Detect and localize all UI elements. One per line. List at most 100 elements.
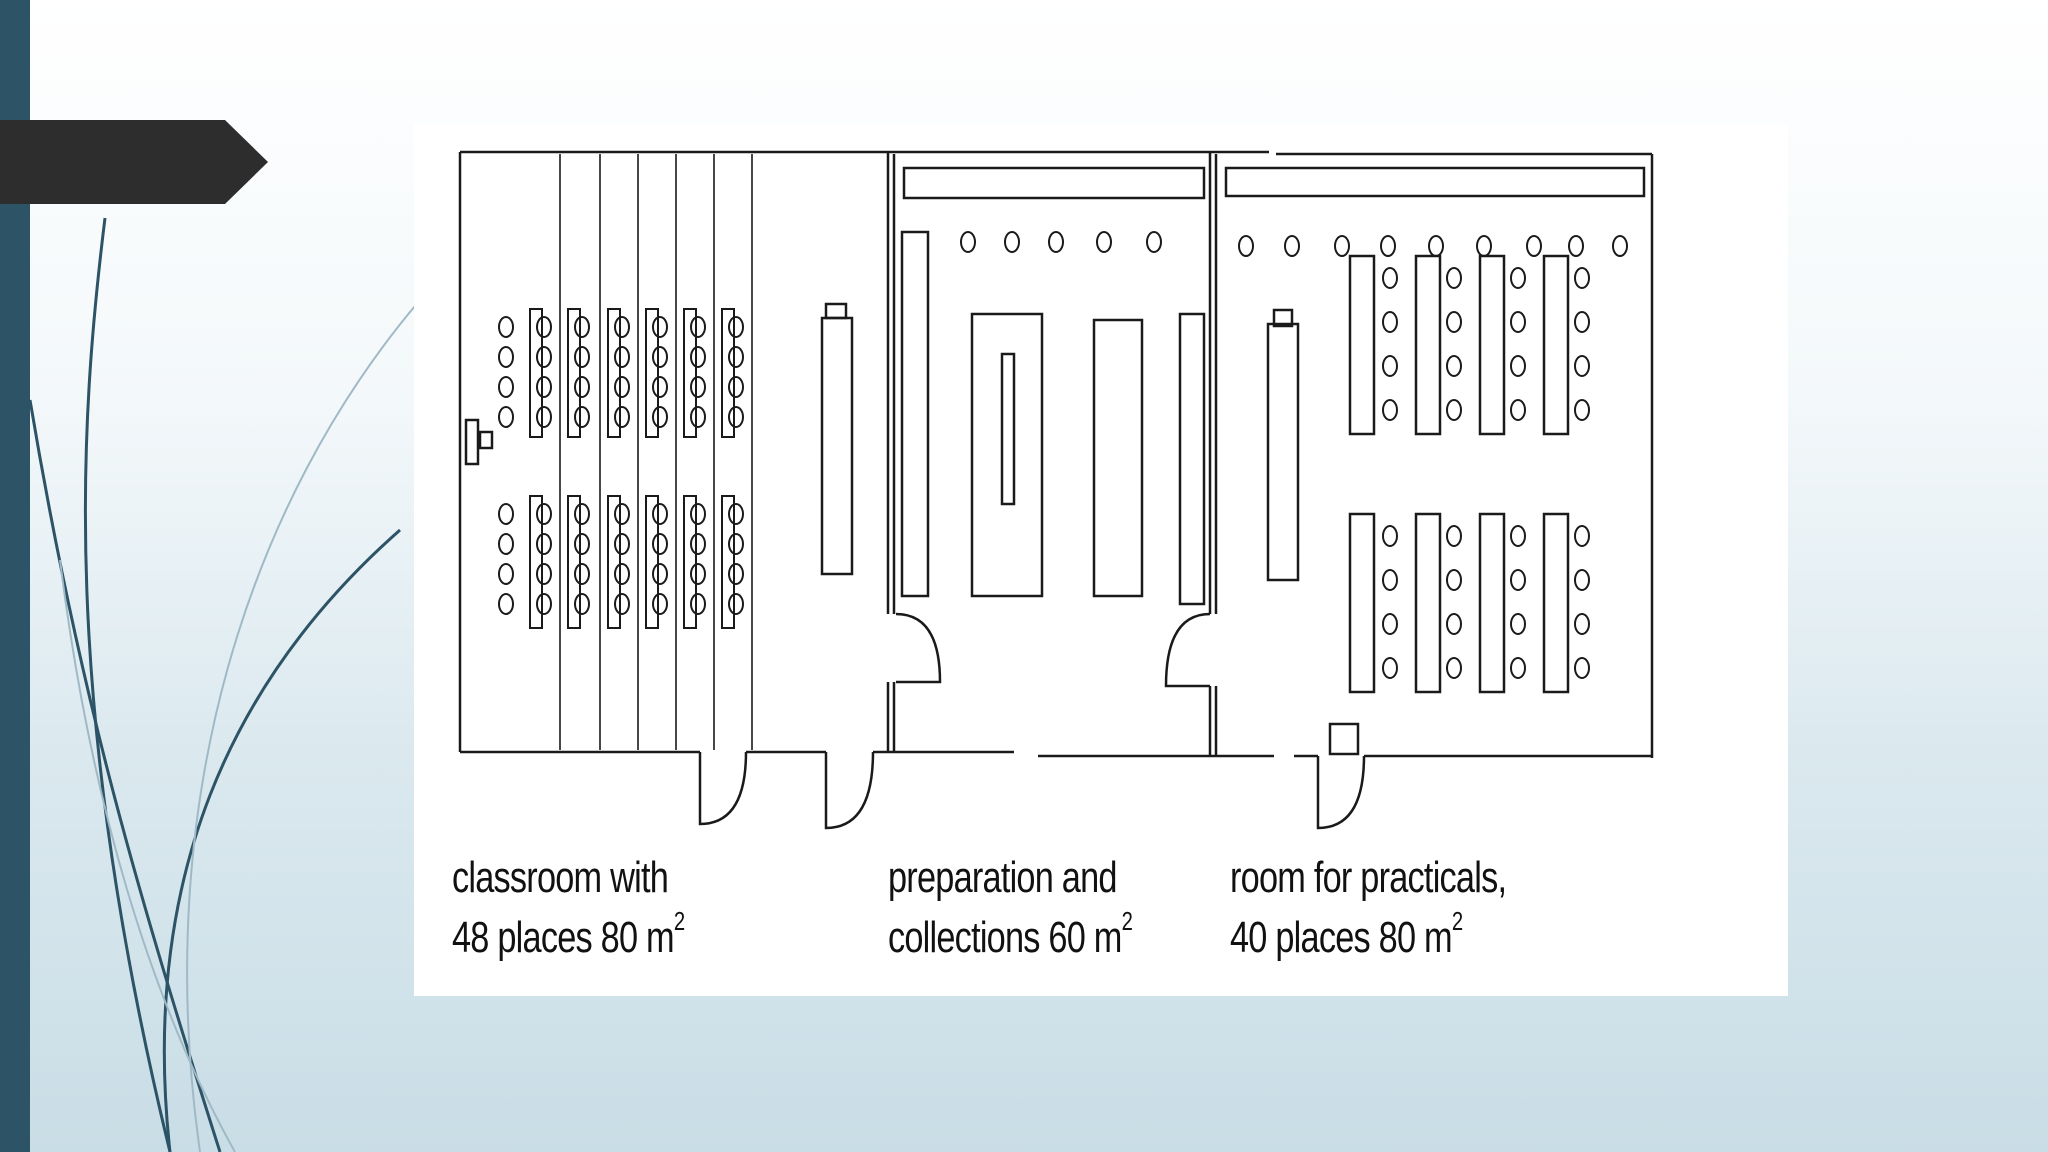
room-label-line: 40 places 80 m2 (1230, 908, 1506, 968)
stool (614, 316, 630, 338)
stool (498, 563, 514, 585)
stool (1510, 311, 1526, 333)
stool (960, 231, 976, 253)
room-label-line: room for practicals, (1230, 853, 1507, 902)
decorative-swooshes (28, 217, 421, 1152)
stool (1382, 569, 1398, 591)
stool (1382, 613, 1398, 635)
stool (690, 533, 706, 555)
stool (1382, 267, 1398, 289)
stool (1476, 235, 1492, 257)
stool (728, 563, 744, 585)
stool (728, 593, 744, 615)
stool (498, 376, 514, 398)
outer-wall (458, 150, 1654, 758)
stool (1574, 657, 1590, 679)
bench (529, 495, 543, 629)
room-label-line: collections 60 m2 (888, 908, 1133, 968)
stool (536, 593, 552, 615)
room-label-unit: 2 (1451, 906, 1463, 936)
door-swing (824, 751, 875, 830)
stool (728, 503, 744, 525)
stool (574, 563, 590, 585)
floor-plan-drawing (458, 150, 1654, 830)
stool (1004, 231, 1020, 253)
stool (652, 503, 668, 525)
stool (574, 346, 590, 368)
bench (567, 495, 581, 629)
stool (614, 563, 630, 585)
stool (1146, 231, 1162, 253)
bench (607, 308, 621, 438)
stool (574, 593, 590, 615)
stool (1510, 399, 1526, 421)
stool (1380, 235, 1396, 257)
stool (1574, 311, 1590, 333)
stool (690, 503, 706, 525)
stool (690, 406, 706, 428)
stool (1510, 613, 1526, 635)
stool (1382, 525, 1398, 547)
stool (614, 376, 630, 398)
stool (1334, 235, 1350, 257)
stool (652, 346, 668, 368)
stool (498, 316, 514, 338)
door-swing (698, 751, 748, 826)
stool (1510, 525, 1526, 547)
bench (721, 495, 735, 629)
stool (614, 533, 630, 555)
room-label-area: collections 60 m (888, 913, 1122, 962)
stool (652, 563, 668, 585)
stool (690, 346, 706, 368)
room-label-line: preparation and (888, 853, 1118, 902)
title-tab-arrow (0, 120, 268, 204)
bench (683, 308, 697, 438)
room-label-unit: 2 (673, 906, 685, 936)
stool (1446, 355, 1462, 377)
stool (652, 316, 668, 338)
stool (1612, 235, 1628, 257)
partition-wall (886, 152, 896, 752)
stool (690, 316, 706, 338)
stool (1574, 613, 1590, 635)
bench (721, 308, 735, 438)
door-swing (895, 612, 942, 684)
stool (1574, 267, 1590, 289)
stool (536, 316, 552, 338)
stool (574, 533, 590, 555)
stool (1574, 569, 1590, 591)
stool (728, 316, 744, 338)
stool (536, 503, 552, 525)
stool (652, 376, 668, 398)
stool (1510, 569, 1526, 591)
stool (498, 593, 514, 615)
stool (652, 406, 668, 428)
stool (1574, 525, 1590, 547)
stool (690, 593, 706, 615)
stool (1096, 231, 1112, 253)
stool (498, 346, 514, 368)
bottom-wall (460, 750, 1652, 758)
stool (1048, 231, 1064, 253)
partition-wall (1208, 152, 1218, 756)
stool (1568, 235, 1584, 257)
stool (574, 503, 590, 525)
stool (574, 316, 590, 338)
stool (1382, 311, 1398, 333)
stool (1510, 355, 1526, 377)
stool (1284, 235, 1300, 257)
stool (1446, 613, 1462, 635)
room-label-practicals: room for practicals, 40 places 80 m2 (1230, 848, 1507, 968)
bench (567, 308, 581, 438)
stool (728, 346, 744, 368)
room-label-area: 48 places 80 m (452, 913, 675, 962)
room-label-classroom: classroom with 48 places 80 m2 (452, 848, 685, 968)
stool (1526, 235, 1542, 257)
stool (1446, 399, 1462, 421)
stool (614, 346, 630, 368)
stool (1446, 525, 1462, 547)
stool (1428, 235, 1444, 257)
stool (536, 346, 552, 368)
stool (614, 503, 630, 525)
stool (498, 406, 514, 428)
